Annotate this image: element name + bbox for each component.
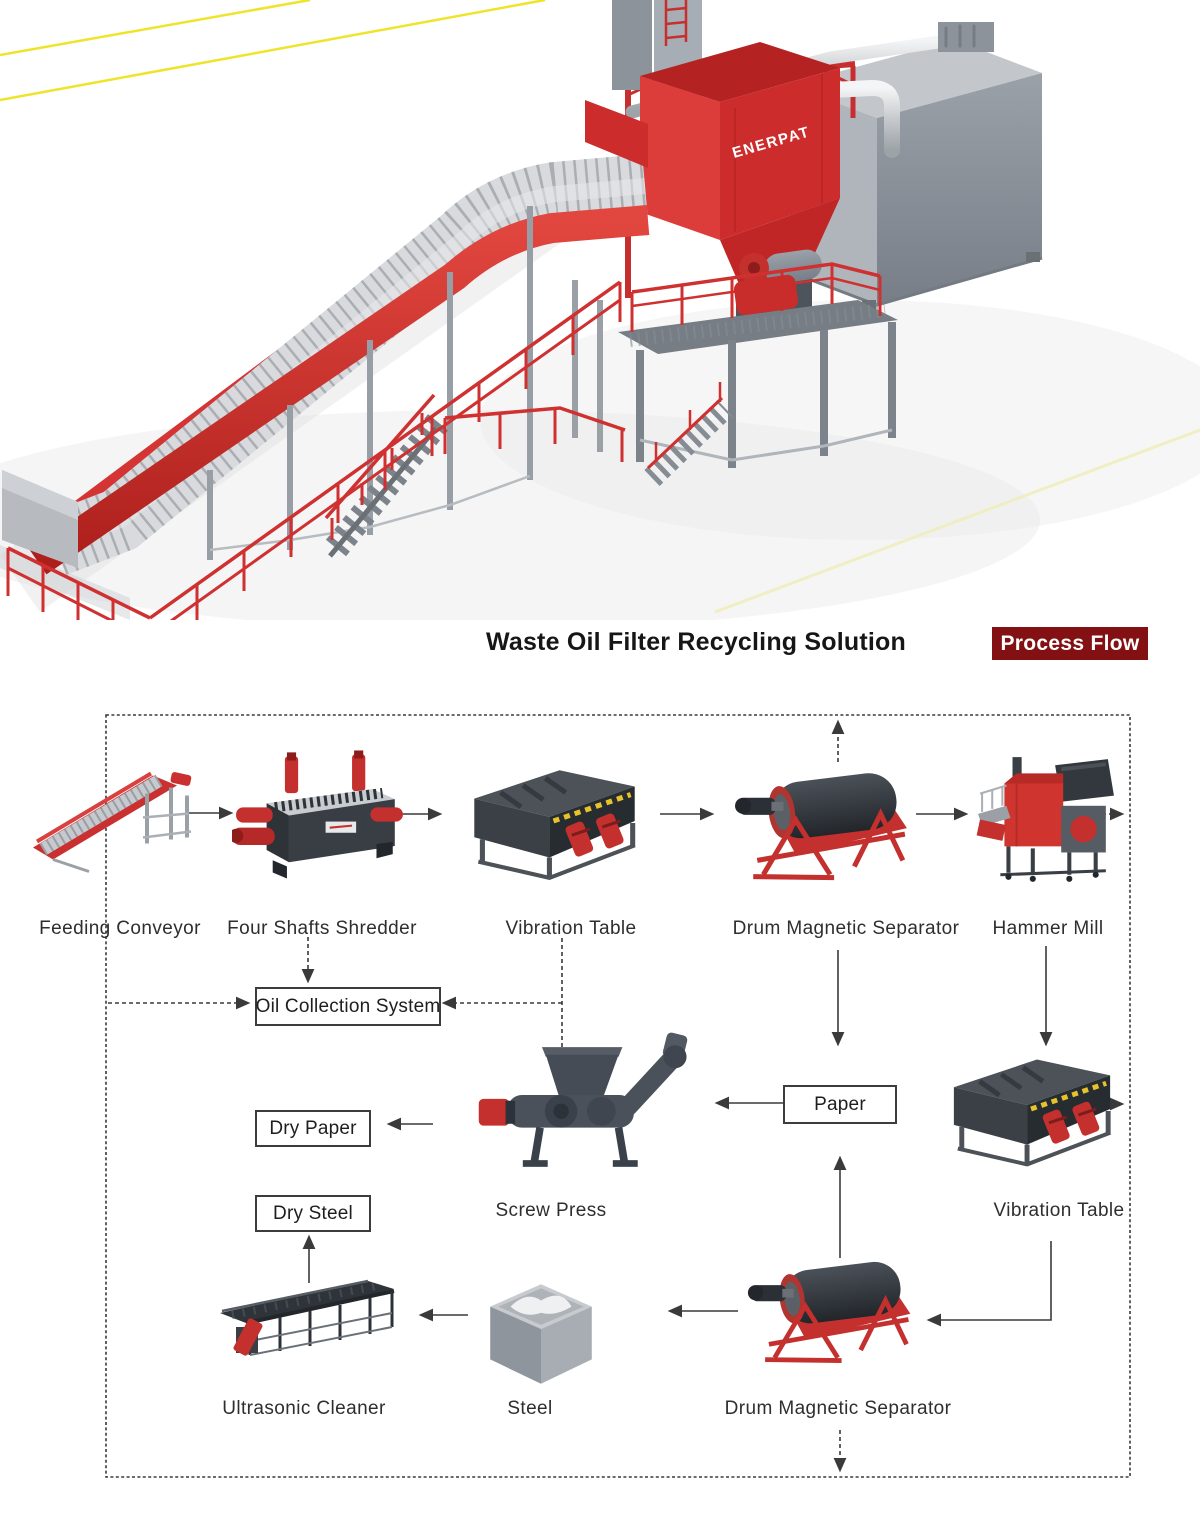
- hammer-mill-icon: [976, 752, 1118, 888]
- machine-label-steel: Steel: [507, 1398, 553, 1419]
- hero-scene-svg: ENERPAT: [0, 0, 1200, 620]
- machine-label-vibration-table-1: Vibration Table: [505, 918, 637, 939]
- machine-image-feeding-conveyor: [25, 746, 215, 884]
- machine-image-steel: [476, 1270, 606, 1394]
- machine-image-screw-press: [450, 1028, 700, 1186]
- machine-image-drum-magnetic-separator-1: [733, 760, 915, 884]
- process-flow-badge: Process Flow: [992, 627, 1148, 660]
- machine-image-vibration-table-2: [942, 1045, 1122, 1175]
- drum-magnetic-separator-icon: [746, 1246, 918, 1370]
- flow-box-oil-collection-system: Oil Collection System: [255, 987, 441, 1026]
- flow-arrows-layer: [105, 714, 1131, 1478]
- solid-arrows: [185, 806, 1053, 1327]
- machine-label-drum-magnetic-separator-2: Drum Magnetic Separator: [724, 1398, 952, 1419]
- machine-image-four-shafts-shredder: [232, 750, 407, 885]
- steel-cube-icon: [476, 1270, 606, 1394]
- process-flow-diagram: Feeding Conveyor Four Shafts Shredder Vi…: [0, 700, 1200, 1513]
- ground-railings: [6, 280, 626, 620]
- machine-label-four-shafts-shredder: Four Shafts Shredder: [227, 918, 417, 939]
- drum-magnetic-separator-icon: [733, 760, 915, 884]
- ultrasonic-cleaner-icon: [210, 1260, 410, 1380]
- machine-label-ultrasonic-cleaner: Ultrasonic Cleaner: [222, 1398, 386, 1419]
- machine-image-ultrasonic-cleaner: [210, 1260, 410, 1380]
- flow-box-dry-steel: Dry Steel: [255, 1195, 371, 1232]
- vibration-table-icon: [942, 1045, 1122, 1175]
- machine-label-screw-press: Screw Press: [495, 1200, 607, 1221]
- machine-label-hammer-mill: Hammer Mill: [992, 918, 1104, 939]
- floor-marking-lines: [0, 0, 1200, 614]
- machine-label-drum-magnetic-separator-1: Drum Magnetic Separator: [732, 918, 960, 939]
- machine-label-feeding-conveyor: Feeding Conveyor: [39, 918, 201, 939]
- feeding-conveyor-icon: [25, 746, 215, 884]
- flow-box-dry-paper: Dry Paper: [255, 1110, 371, 1147]
- machine-label-vibration-table-2: Vibration Table: [993, 1200, 1125, 1221]
- page-title: Waste Oil Filter Recycling Solution: [485, 628, 906, 656]
- floor-shadow: [0, 410, 1040, 620]
- machine-image-vibration-table-1: [462, 756, 647, 888]
- vibration-table-icon: [462, 756, 647, 888]
- flow-box-paper: Paper: [783, 1085, 897, 1124]
- hero-illustration: ENERPAT: [0, 0, 1200, 620]
- platform-motor: [733, 274, 799, 316]
- machine-image-drum-magnetic-separator-2: [746, 1246, 918, 1370]
- service-platform: [572, 262, 898, 486]
- machine-image-hammer-mill: [976, 752, 1118, 888]
- flow-boundary: [105, 714, 1131, 1478]
- feeding-conveyor-3d: [2, 100, 650, 575]
- screw-press-icon: [450, 1028, 700, 1186]
- four-shafts-shredder-icon: [232, 750, 407, 885]
- dashed-arrows: [108, 719, 1125, 1473]
